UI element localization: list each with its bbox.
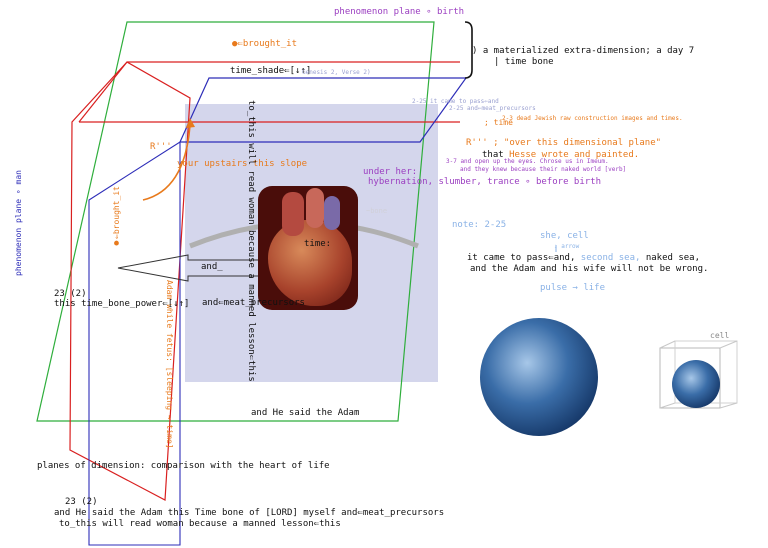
brought-it-left-label: ●⇐brought_it: [112, 186, 121, 248]
and-blank-label: and_: [201, 262, 223, 272]
blue-plane: [179, 77, 468, 143]
came-prefix: it came to pass⇐and,: [467, 253, 576, 263]
adam-wife-label: and the Adam and his wife will not be wr…: [470, 264, 709, 274]
passage-line2-label: 2-25 and⇐meat_precursors: [449, 105, 536, 112]
time-bone-power-label: this time_bone_power⇐[↓↑]: [54, 299, 190, 309]
bottom-line2-label: to_this will read woman because a manned…: [59, 519, 341, 529]
lesson-vertical-label: to_this will read woman because a manned…: [245, 100, 256, 382]
said-adam-label: and He said the Adam: [251, 408, 360, 418]
pulse-label: pulse → life: [540, 283, 606, 293]
passage-header-label: 2-25 it came to pass⇐and: [412, 98, 499, 105]
time-label: ; time: [484, 118, 513, 127]
phenomenon-birth-label: phenomenon plane ∘ birth: [334, 7, 465, 17]
arrow-small-label: ↓ arrow: [554, 243, 580, 250]
open-eyes-1-label: 3-7 and open up the eyes. Chrose us in I…: [446, 158, 609, 165]
blue-plane-lower: [88, 140, 181, 546]
heart-image: [258, 186, 358, 310]
genesis-ref-label: Genesis 2, Verse 2): [302, 69, 371, 76]
adam-fetus-label: Adam while fetus: [sleeping → time]: [164, 280, 174, 449]
she-cell-label: she, cell: [540, 231, 589, 241]
time-bone-right-label: | time bone: [494, 57, 554, 67]
dead-jewish-label: 2-3 dead Jewish raw construction images …: [502, 115, 683, 122]
came-line: it came to pass⇐and, second sea, naked s…: [467, 253, 701, 264]
bottom-line1-label: and He said the Adam this Time bone of […: [54, 508, 445, 518]
red-plane: [69, 61, 191, 501]
curve-arrow-icon: [142, 124, 191, 201]
cube-front: [659, 347, 721, 409]
hesse-suffix: wrote and painted.: [541, 150, 640, 160]
open-eyes-2-label: and they knew because their naked world …: [460, 166, 627, 173]
hesse-prefix: that: [482, 150, 504, 160]
bracket-icon: [464, 21, 473, 79]
phenomenon-man-label: phenomenon plane ∘ man: [14, 170, 23, 276]
note-label: note: 2-25: [452, 220, 507, 230]
came-suffix: naked sea,: [645, 253, 701, 263]
time-shade-label: time_shade⇐[↓↑]: [230, 66, 312, 76]
under-her-label: under her:: [363, 167, 418, 177]
bottom-23-label: 23 (2): [65, 497, 98, 507]
meat-label: and⇐meat_precursors: [202, 298, 305, 308]
faint-label: ~bone: [366, 207, 388, 215]
earth-globe-small: [672, 360, 720, 408]
second-sea: second sea,: [580, 253, 641, 263]
cell-label: cell: [710, 331, 730, 340]
brought-it-top-label: ●⇐brought_it: [232, 39, 298, 49]
planes-comparison-label: planes of dimension: comparison with the…: [37, 461, 330, 471]
materialized-label: ) a materialized extra-dimension; a day …: [472, 46, 695, 56]
over-plane-label: R''' ; "over this dimensional plane": [466, 138, 662, 148]
hesse-line: that Hesse wrote and painted.: [482, 150, 640, 161]
hesse-name: Hesse: [509, 150, 537, 160]
earth-globe-large: [480, 318, 598, 436]
heart-time-label: time:: [304, 239, 332, 249]
verse-23-label: 23 (2): [54, 289, 87, 299]
upstairs-label: your upstairs this slope: [177, 159, 308, 169]
hybernation-label: hybernation, slumber, trance ∘ before bi…: [368, 177, 601, 187]
green-plane: [36, 21, 435, 422]
r-prime-label: R''': [150, 142, 172, 152]
